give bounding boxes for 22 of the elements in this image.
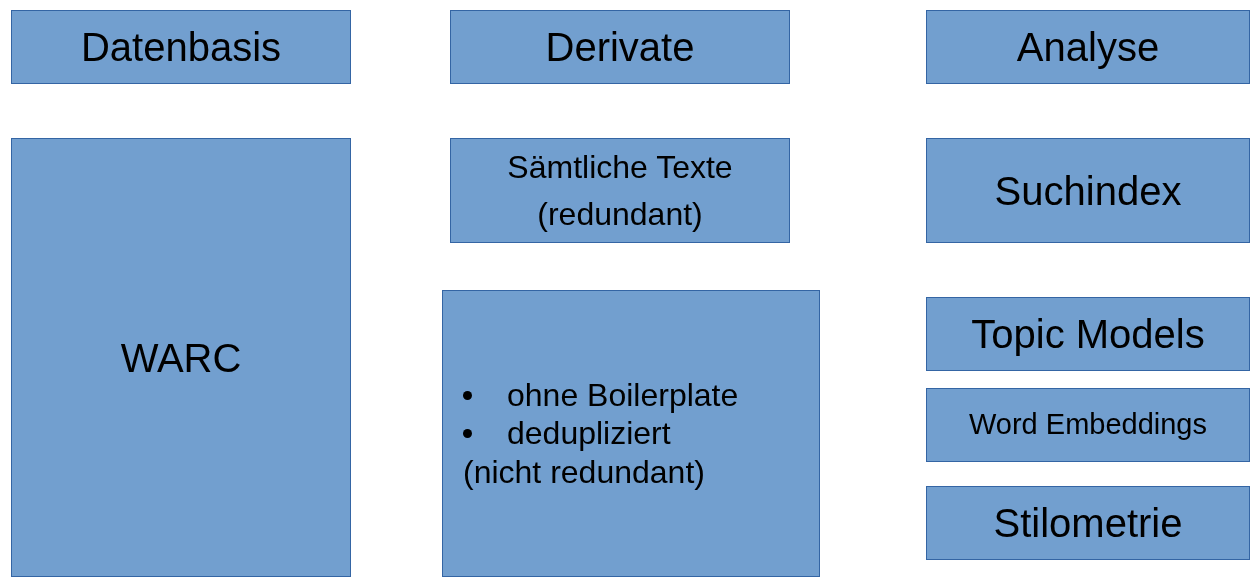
box-label: Word Embeddings bbox=[967, 409, 1208, 441]
process-box bbox=[926, 388, 1250, 462]
box-label: Datenbasis bbox=[79, 24, 283, 71]
box-label: Sämtliche Texte (redundant) bbox=[506, 148, 734, 234]
box-label: WARC bbox=[119, 334, 243, 382]
box-label: Stilometrie bbox=[992, 500, 1184, 547]
box-label: Topic Models bbox=[970, 311, 1206, 358]
process-box bbox=[11, 10, 351, 84]
process-box bbox=[926, 297, 1250, 371]
box-label: Suchindex bbox=[993, 167, 1183, 215]
list-item-text: ohne Boilerplate bbox=[507, 375, 739, 415]
process-box bbox=[11, 138, 351, 577]
process-box bbox=[926, 486, 1250, 560]
box-label: Derivate bbox=[544, 24, 696, 71]
process-box bbox=[442, 290, 820, 577]
process-box bbox=[926, 138, 1250, 243]
process-box bbox=[450, 138, 790, 243]
process-box bbox=[450, 10, 790, 84]
note-text: (nicht redundant) bbox=[463, 452, 706, 492]
list-item-text: dedupliziert bbox=[507, 414, 671, 453]
process-box bbox=[926, 10, 1250, 84]
box-label: Analyse bbox=[1015, 24, 1161, 71]
